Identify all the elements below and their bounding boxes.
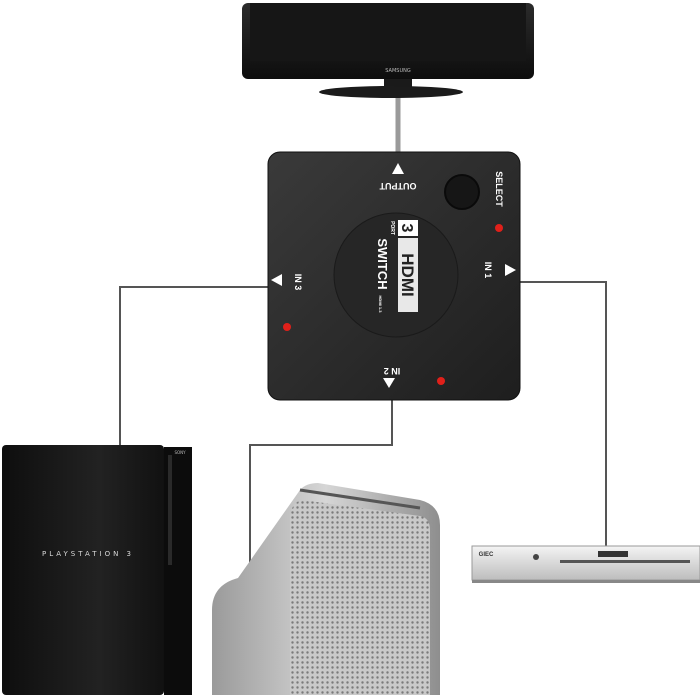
mac-pro	[212, 483, 440, 695]
cables	[119, 92, 607, 580]
tv-neck	[384, 79, 412, 89]
logo-switch: SWITCH	[375, 238, 390, 289]
in3-label: IN 3	[293, 274, 303, 291]
in2-label: IN 2	[384, 366, 401, 376]
logo-tag: HDMI 1.3	[378, 296, 383, 314]
select-label: SELECT	[494, 171, 504, 207]
select-button[interactable]	[444, 174, 480, 210]
hdmi-switch: OUTPUT SELECT IN 1 IN 3 IN 2 3 PORT HDMI…	[267, 151, 521, 401]
logo-ports: PORT	[389, 221, 395, 235]
dvd-foot	[472, 580, 700, 583]
output-arrow-icon	[392, 163, 404, 174]
in2-arrow-icon	[383, 378, 395, 388]
cable-in1	[515, 281, 607, 546]
cable-in3	[119, 286, 270, 445]
led-in3	[283, 323, 291, 331]
output-label: OUTPUT	[379, 181, 417, 191]
tv-screen	[250, 3, 526, 61]
logo-number-box	[398, 220, 418, 236]
led-in1	[495, 224, 503, 232]
cable-in2	[249, 398, 393, 580]
led-in2	[437, 377, 445, 385]
mac-handle	[299, 488, 421, 510]
logo-hdmi: HDMI	[398, 253, 417, 296]
logo-number: 3	[398, 224, 415, 233]
dvd-brand: GIEC	[479, 552, 494, 558]
ps3-logo: PLAYSTATION 3	[42, 550, 134, 558]
tv: SAMSUNG	[242, 3, 534, 98]
in1-label: IN 1	[483, 262, 493, 279]
tv-brand: SAMSUNG	[385, 68, 411, 74]
ps3-drive-slot	[168, 455, 172, 565]
logo-disc	[333, 212, 459, 338]
ps3-brand: SONY	[174, 450, 186, 455]
in3-arrow-icon	[271, 274, 282, 286]
tv-stand	[319, 86, 463, 98]
ps3-body	[2, 445, 164, 695]
mac-grille	[290, 500, 430, 695]
dvd-display	[598, 551, 628, 557]
in1-arrow-icon	[505, 264, 516, 276]
playstation-3: SONY PLAYSTATION 3	[2, 445, 192, 695]
dvd-tray	[560, 560, 690, 563]
dvd-player: GIEC	[471, 545, 700, 583]
logo-hdmi-box	[398, 238, 418, 312]
dvd-power-button	[533, 554, 539, 560]
hdmi-logo: 3 PORT HDMI SWITCH HDMI 1.3	[375, 220, 418, 313]
